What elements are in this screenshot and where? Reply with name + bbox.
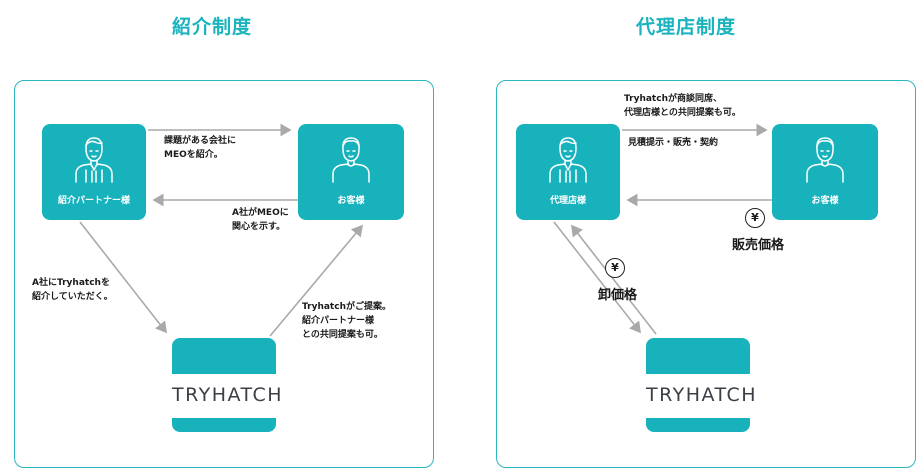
- left-note-top-1: 課題がある会社に: [164, 136, 237, 146]
- right-note-top-2: 代理店様との共同提案も可。: [624, 108, 741, 118]
- arrow-tryhatch-to-agency: [571, 224, 657, 335]
- right-tryhatch-box: TRYHATCH: [646, 338, 758, 432]
- left-note-right-3: との共同提案も可。: [302, 330, 383, 340]
- arrow-tryhatch-to-customer: [269, 224, 364, 337]
- left-customer-box: お客様: [298, 124, 404, 220]
- tryhatch-logo: TRYHATCH: [172, 384, 284, 406]
- person-icon: [806, 137, 844, 183]
- arrow-partner-to-tryhatch: [79, 221, 167, 334]
- left-customer-label: お客様: [337, 196, 365, 206]
- arrow-agency-to-tryhatch: [553, 221, 641, 334]
- person-icon: [332, 137, 370, 183]
- right-note-top-1: Tryhatchが商談同席、: [624, 94, 722, 104]
- left-note-top-2: MEOを紹介。: [164, 150, 223, 160]
- right-customer-label: お客様: [811, 196, 839, 206]
- right-customer-box: お客様: [772, 124, 878, 220]
- left-note-right-1: Tryhatchがご提案。: [302, 302, 391, 312]
- left-note-mid-1: A社がMEOに: [232, 208, 289, 218]
- wholesale-price-label: 卸価格: [598, 288, 638, 303]
- person-icon: [549, 137, 587, 183]
- right-title: 代理店制度: [636, 16, 737, 38]
- left-note-left-1: A社にTryhatchを: [32, 278, 110, 288]
- left-title: 紹介制度: [172, 16, 253, 38]
- agency-label: 代理店様: [549, 196, 586, 206]
- agency-box: 代理店様: [516, 124, 620, 220]
- yen-icon: ¥: [605, 258, 625, 278]
- left-note-left-2: 紹介していただく。: [32, 292, 113, 302]
- right-note-mid: 見積提示・販売・契約: [628, 138, 719, 148]
- partner-label: 紹介パートナー様: [57, 196, 130, 206]
- sale-price-label: 販売価格: [732, 238, 785, 253]
- partner-box: 紹介パートナー様: [42, 124, 146, 220]
- left-note-mid-2: 関心を示す。: [232, 222, 286, 232]
- left-tryhatch-box: TRYHATCH: [172, 338, 284, 432]
- tryhatch-logo: TRYHATCH: [646, 384, 758, 406]
- yen-icon: ¥: [745, 208, 765, 228]
- left-note-right-2: 紹介パートナー様: [302, 316, 375, 326]
- person-icon: [75, 137, 113, 183]
